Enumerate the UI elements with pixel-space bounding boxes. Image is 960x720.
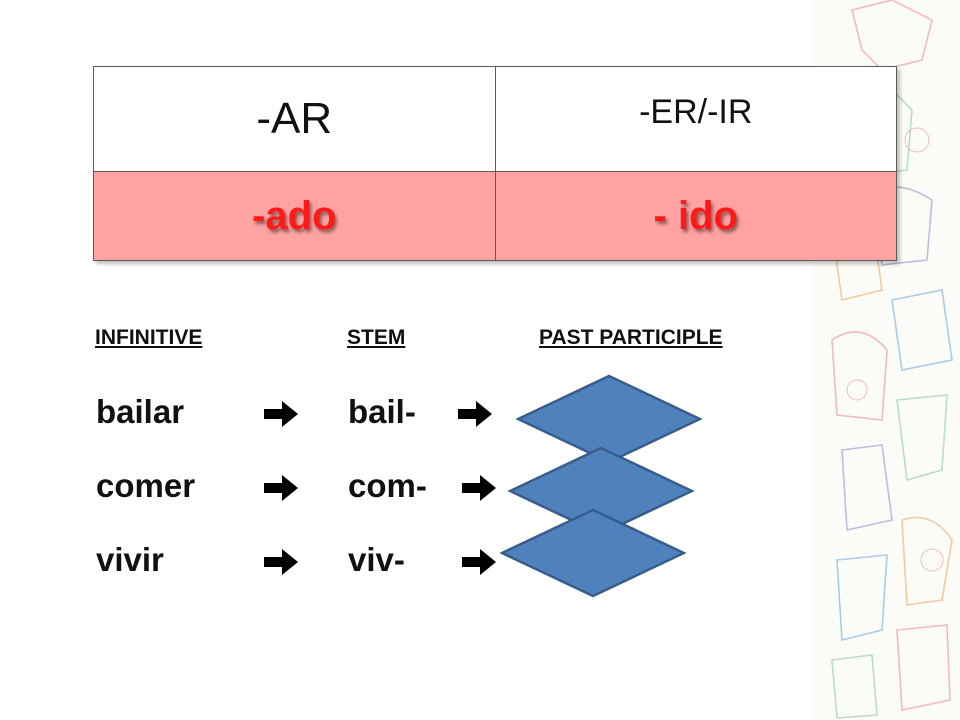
header-er-ir: -ER/-IR <box>494 66 897 172</box>
ending-ido: - ido <box>653 193 738 238</box>
right-arrow-icon <box>462 549 496 575</box>
infinitive-comer: comer <box>96 467 196 504</box>
table-header-row: -AR -ER/-IR <box>93 66 897 172</box>
ending-ido-cell: - ido <box>494 171 897 261</box>
header-ar: -AR <box>93 66 496 172</box>
infinitive-vivir: vivir <box>96 541 164 578</box>
ending-ado-cell: -ado <box>93 171 496 261</box>
column-header-stem: STEM <box>347 326 406 349</box>
table-endings-row: -ado - ido <box>93 171 897 261</box>
right-arrow-icon <box>458 401 492 427</box>
right-arrow-icon <box>264 549 298 575</box>
right-arrow-icon <box>264 401 298 427</box>
infinitive-bailar: bailar <box>96 393 185 430</box>
answer-cover-diamond[interactable] <box>500 508 686 598</box>
column-header-infinitive: INFINITIVE <box>95 326 203 349</box>
ending-ado: -ado <box>252 193 337 238</box>
stem-viv: viv- <box>348 541 405 578</box>
endings-table: -AR -ER/-IR -ado - ido <box>93 66 897 261</box>
right-arrow-icon <box>264 475 298 501</box>
right-arrow-icon <box>462 475 496 501</box>
stem-bail: bail- <box>348 393 416 430</box>
stem-com: com- <box>348 467 427 504</box>
column-header-past-participle: PAST PARTICIPLE <box>539 326 723 349</box>
